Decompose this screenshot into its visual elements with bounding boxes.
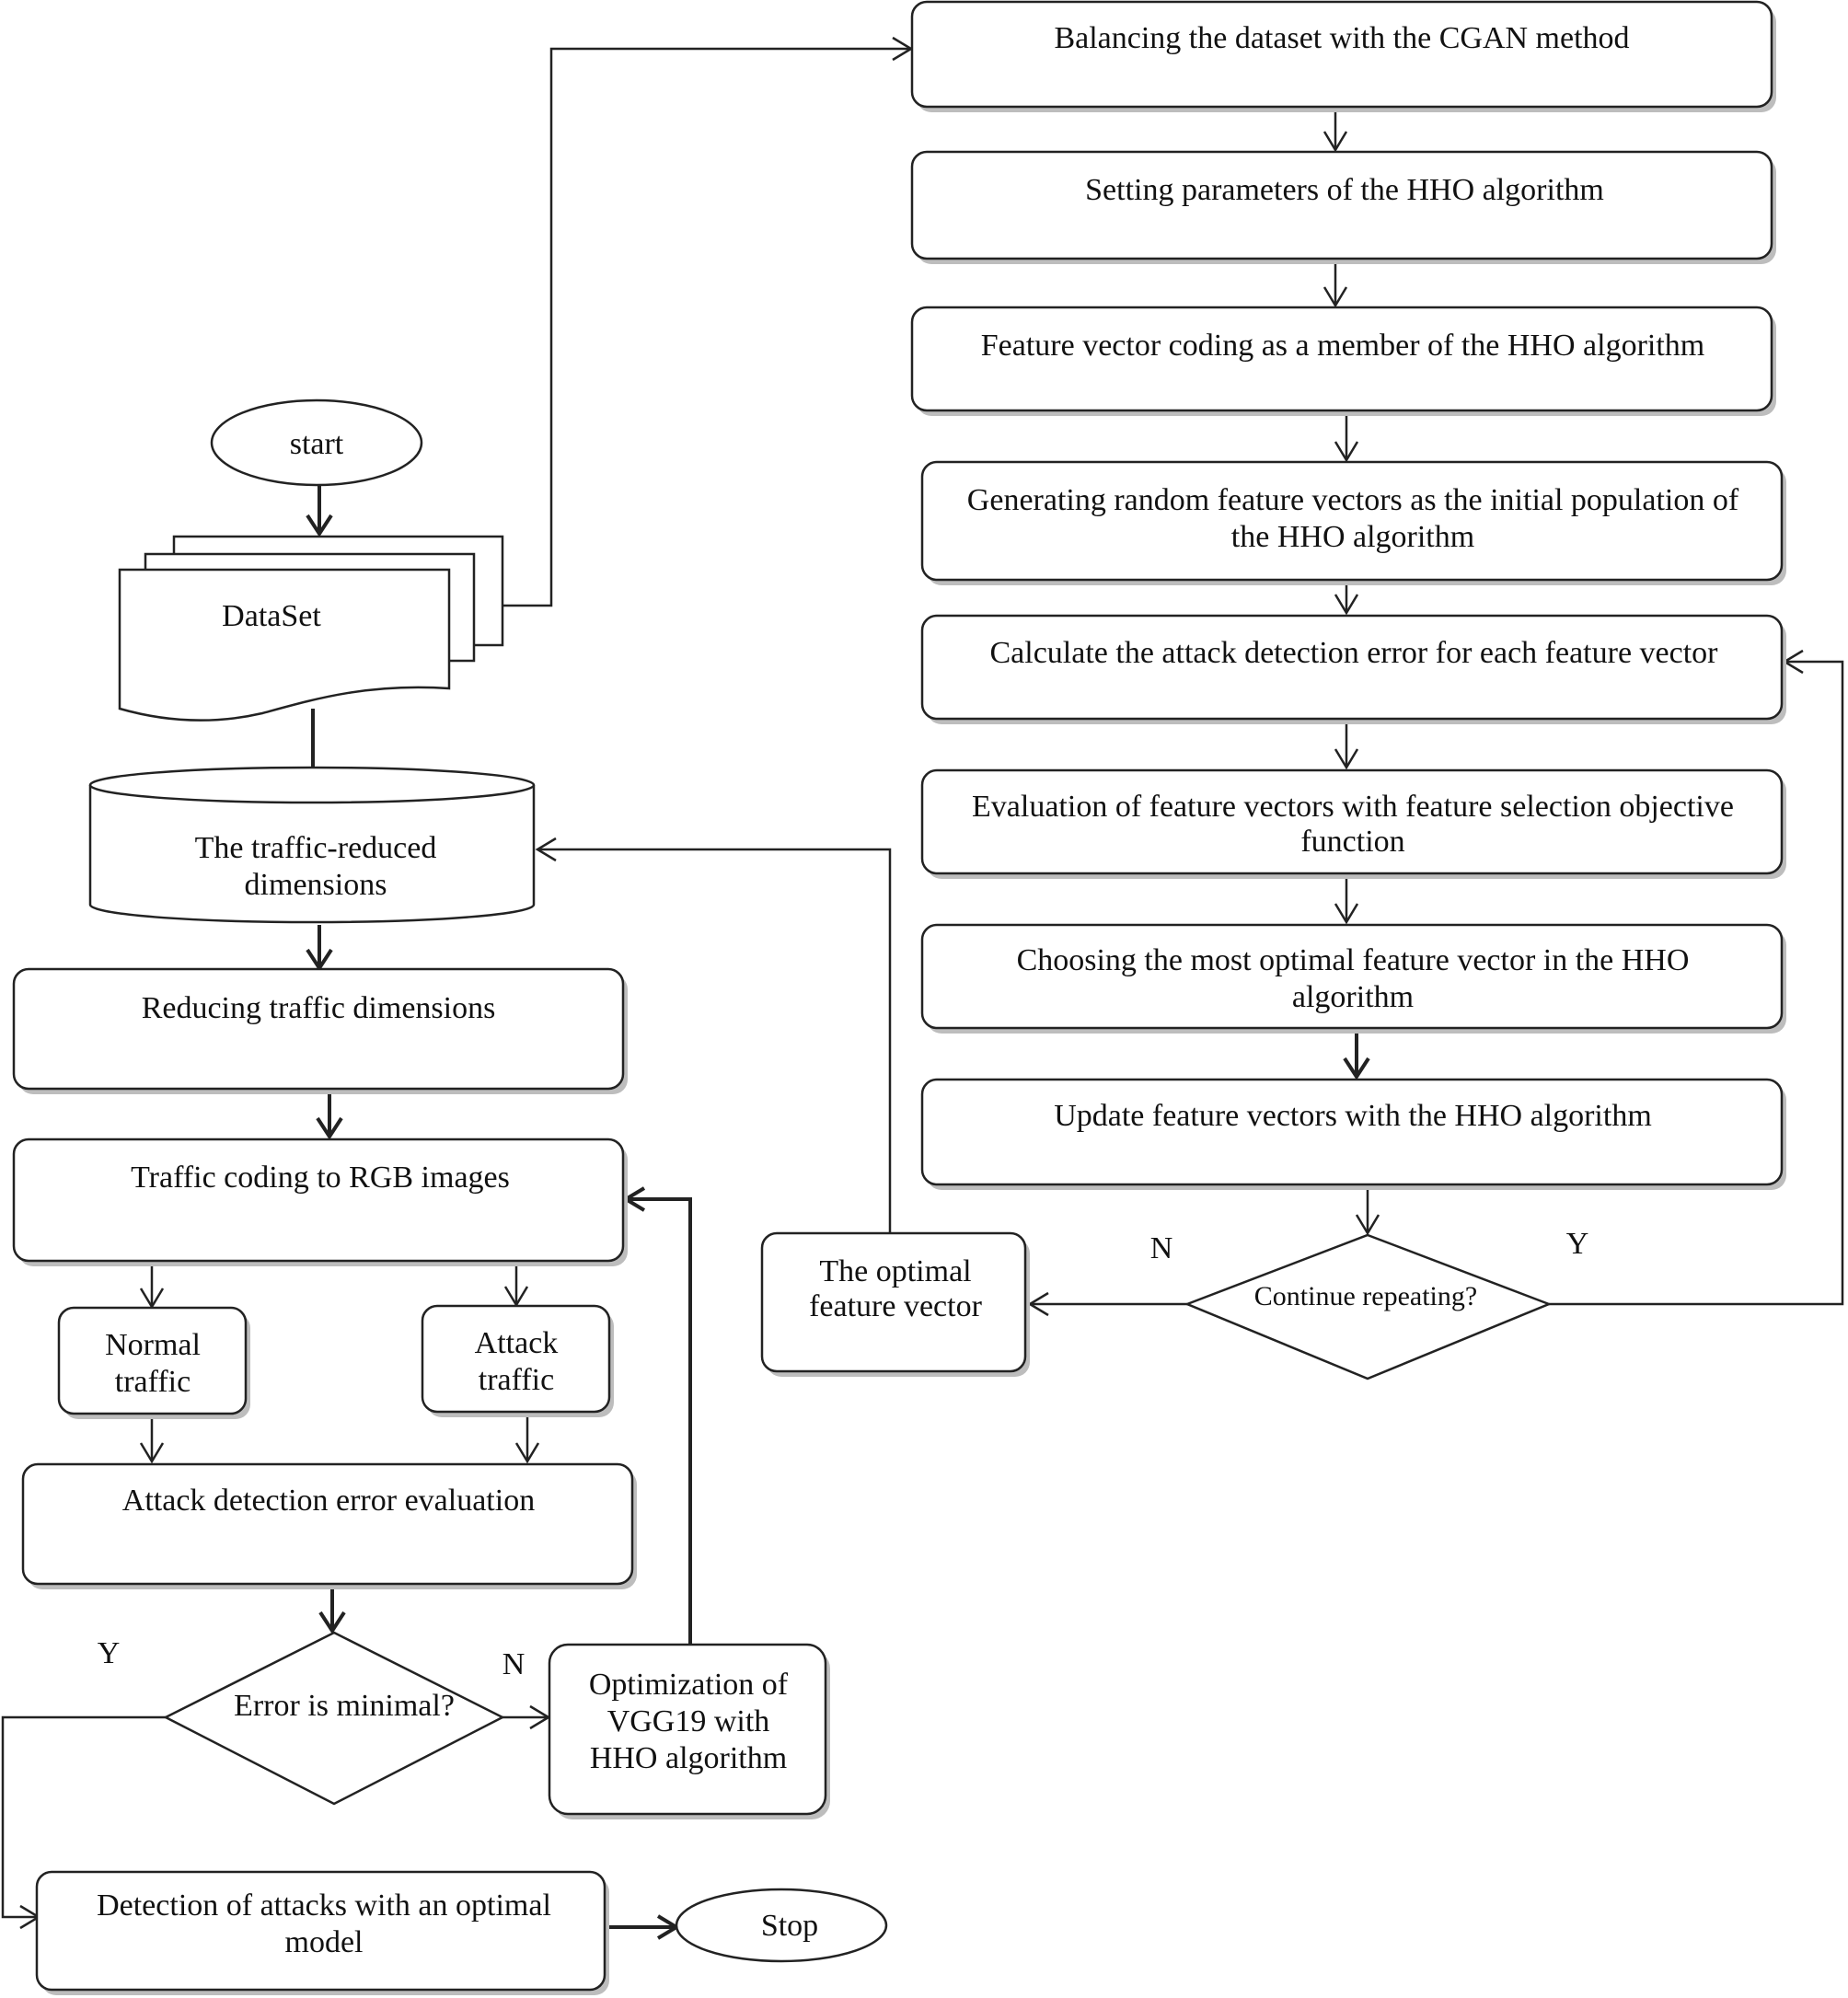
svg-text:The traffic-reduced: The traffic-reduced xyxy=(195,831,437,865)
svg-text:Choosing the most optimal feat: Choosing the most optimal feature vector… xyxy=(1017,943,1690,977)
node-continue: Continue repeating? xyxy=(1184,1233,1553,1380)
arrowhead xyxy=(1334,594,1359,616)
edge-optimize-coding xyxy=(628,1197,692,1644)
label-continue-no: N xyxy=(1150,1231,1173,1265)
node-update: Update feature vectors with the HHO algo… xyxy=(920,1078,1786,1190)
edge-continue-calculate xyxy=(1549,660,1844,1306)
svg-text:Generating random feature vect: Generating random feature vectors as the… xyxy=(967,483,1739,517)
edge-error-detection xyxy=(1,1715,166,1919)
arrowhead xyxy=(514,1442,540,1464)
node-optimal-vector: The optimal feature vector xyxy=(760,1231,1030,1377)
svg-text:Continue repeating?: Continue repeating? xyxy=(1254,1281,1477,1311)
edge-dataset-balancing xyxy=(502,47,909,607)
node-error-minimal: Error is minimal? xyxy=(163,1631,505,1806)
arrowhead xyxy=(1322,131,1348,153)
svg-text:function: function xyxy=(1300,825,1404,859)
svg-text:Calculate the attack detection: Calculate the attack detection error for… xyxy=(990,636,1719,670)
arrowhead xyxy=(316,1116,343,1140)
svg-text:Reducing traffic dimensions: Reducing traffic dimensions xyxy=(142,991,496,1025)
svg-text:DataSet: DataSet xyxy=(222,599,321,633)
arrowhead xyxy=(1355,1214,1380,1236)
node-evaluation: Evaluation of feature vectors with featu… xyxy=(920,768,1786,879)
svg-text:Stop: Stop xyxy=(761,1909,818,1943)
node-stop: Stop xyxy=(675,1888,888,1963)
node-generating: Generating random feature vectors as the… xyxy=(920,460,1786,585)
svg-text:Optimization of: Optimization of xyxy=(589,1668,789,1702)
node-dataset: DataSet xyxy=(118,535,504,722)
svg-text:the HHO algorithm: the HHO algorithm xyxy=(1231,520,1474,554)
node-start: start xyxy=(210,398,423,487)
svg-text:VGG19 with: VGG19 with xyxy=(607,1704,770,1738)
arrowhead xyxy=(1334,441,1359,463)
node-reducing: Reducing traffic dimensions xyxy=(12,967,628,1094)
node-choosing: Choosing the most optimal feature vector… xyxy=(920,923,1786,1034)
node-setting: Setting parameters of the HHO algorithm xyxy=(910,150,1776,264)
node-optimize-vgg: Optimization of VGG19 with HHO algorithm xyxy=(548,1643,830,1819)
arrowhead xyxy=(1343,1057,1370,1080)
svg-text:Attack: Attack xyxy=(475,1326,559,1360)
node-normal: Normal traffic xyxy=(57,1306,250,1419)
svg-text:Detection of attacks with an o: Detection of attacks with an optimal xyxy=(97,1888,551,1923)
arrowhead xyxy=(1334,903,1359,925)
svg-text:Evaluation of feature vectors: Evaluation of feature vectors with featu… xyxy=(972,790,1734,824)
arrowhead xyxy=(139,1442,165,1464)
node-coding-member: Feature vector coding as a member of the… xyxy=(910,306,1776,416)
arrowhead xyxy=(535,837,557,862)
svg-text:traffic: traffic xyxy=(479,1363,554,1397)
svg-text:Attack detection error evaluat: Attack detection error evaluation xyxy=(122,1484,535,1518)
node-coding-rgb: Traffic coding to RGB images xyxy=(12,1138,628,1266)
svg-text:Traffic coding to RGB images: Traffic coding to RGB images xyxy=(131,1161,510,1195)
edge-optimal-reduced xyxy=(537,848,892,1233)
label-continue-yes: Y xyxy=(1566,1227,1589,1261)
svg-text:The optimal: The optimal xyxy=(819,1254,971,1288)
arrowhead xyxy=(1322,286,1348,308)
svg-text:HHO algorithm: HHO algorithm xyxy=(590,1741,787,1775)
node-attack: Attack traffic xyxy=(421,1304,614,1417)
node-detection: Detection of attacks with an optimal mod… xyxy=(35,1870,609,1995)
svg-text:model: model xyxy=(285,1925,364,1959)
node-balancing: Balancing the dataset with the CGAN meth… xyxy=(910,0,1776,112)
arrowhead xyxy=(1334,748,1359,770)
svg-text:Balancing the dataset with the: Balancing the dataset with the CGAN meth… xyxy=(1054,21,1629,55)
svg-text:Setting parameters of the HHO: Setting parameters of the HHO algorithm xyxy=(1085,173,1604,207)
svg-text:Update feature vectors with th: Update feature vectors with the HHO algo… xyxy=(1054,1099,1652,1133)
svg-text:dimensions: dimensions xyxy=(245,868,387,902)
node-traffic-reduced: The traffic-reduced dimensions xyxy=(88,766,536,924)
label-error-yes: Y xyxy=(98,1636,121,1670)
svg-text:feature vector: feature vector xyxy=(809,1289,982,1323)
node-calculate: Calculate the attack detection error for… xyxy=(920,614,1786,724)
arrowhead xyxy=(306,514,333,537)
svg-text:algorithm: algorithm xyxy=(1292,980,1414,1014)
label-error-no: N xyxy=(502,1647,526,1681)
svg-text:start: start xyxy=(290,427,344,461)
svg-text:Error is minimal?: Error is minimal? xyxy=(234,1689,455,1723)
arrowhead xyxy=(318,1611,346,1634)
svg-text:Normal: Normal xyxy=(105,1328,201,1362)
node-attack-eval: Attack detection error evaluation xyxy=(21,1462,637,1589)
svg-text:traffic: traffic xyxy=(115,1365,191,1399)
svg-text:Feature vector coding as a mem: Feature vector coding as a member of the… xyxy=(981,329,1704,363)
